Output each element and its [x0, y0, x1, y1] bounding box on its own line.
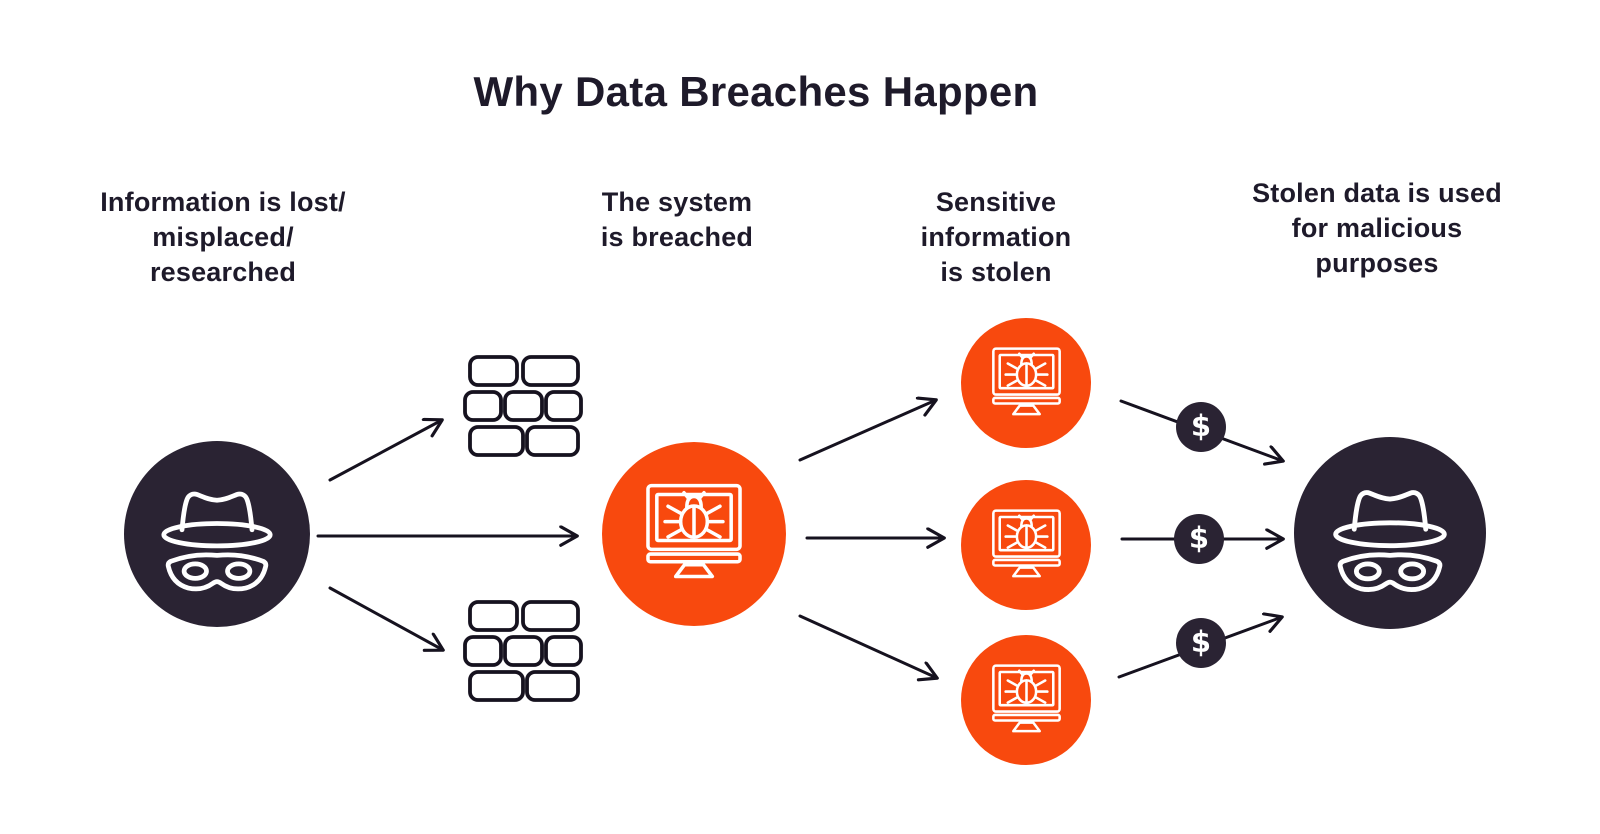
label-information-lost: Information is lost/ misplaced/ research…	[100, 187, 346, 287]
stolen-data-node-1	[961, 318, 1091, 448]
dollar-sign: $	[1188, 520, 1210, 555]
firewall-brick-top	[463, 355, 583, 457]
hacker-node-left	[124, 441, 310, 627]
monitor-bug-icon	[991, 508, 1061, 577]
label-system-breached: The system is breached	[600, 187, 754, 252]
label-data-misused: Stolen data is used for malicious purpos…	[1252, 178, 1502, 278]
incognito-spy-icon	[1304, 462, 1476, 605]
brick-wall-icon	[463, 355, 583, 457]
arrow-attacker-to-wall-bottom	[328, 586, 443, 650]
money-coin-2: $	[1174, 514, 1224, 564]
hacker-node-right	[1294, 437, 1486, 629]
incognito-spy-icon	[133, 464, 301, 604]
monitor-bug-icon	[646, 483, 742, 579]
money-coin-3: $	[1176, 618, 1226, 668]
brick-wall-icon	[463, 600, 583, 702]
money-coin-1: $	[1176, 402, 1226, 452]
breached-system-node	[602, 442, 786, 626]
label-information-stolen: Sensitive information is stolen	[920, 187, 1072, 287]
monitor-bug-icon	[991, 663, 1061, 732]
arrow-system-to-stolen-1	[798, 400, 936, 462]
firewall-brick-bottom	[463, 600, 583, 702]
arrow-system-to-stolen-3	[798, 614, 937, 678]
dollar-sign: $	[1190, 624, 1212, 659]
stolen-data-node-2	[961, 480, 1091, 610]
monitor-bug-icon	[991, 346, 1061, 415]
infographic-title: Why Data Breaches Happen	[473, 68, 1039, 115]
stolen-data-node-3	[961, 635, 1091, 765]
dollar-sign: $	[1190, 408, 1212, 443]
arrow-attacker-to-wall-top	[328, 420, 442, 482]
